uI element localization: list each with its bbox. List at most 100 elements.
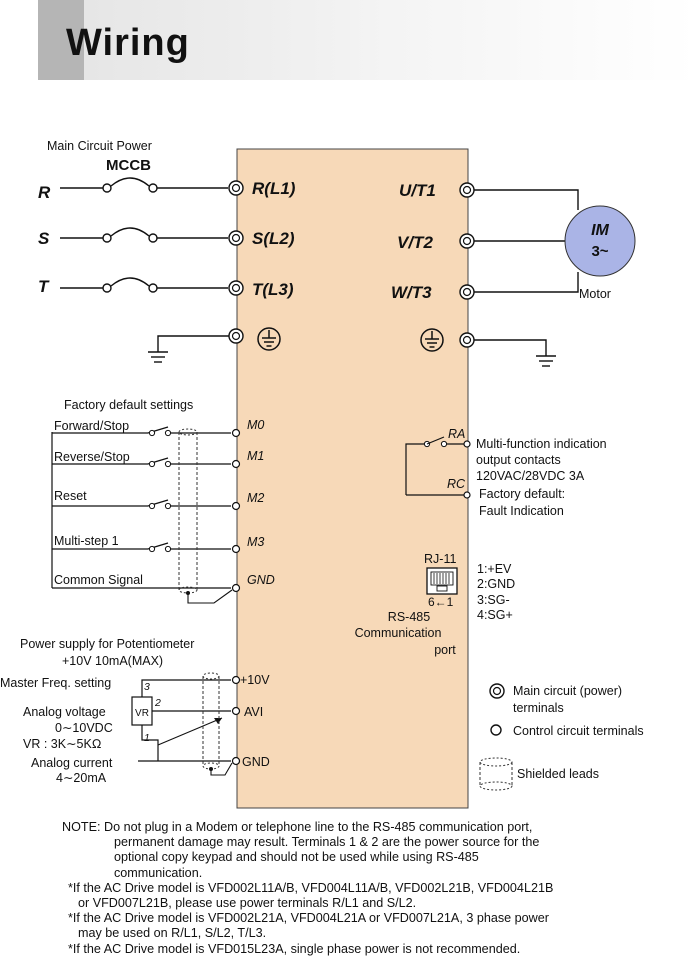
master-freq-label: Master Freq. setting <box>0 676 111 690</box>
rs485-name-3: port <box>434 643 456 657</box>
analog-current-arrow <box>157 717 223 746</box>
input-label-common: Common Signal <box>54 573 143 587</box>
analog-voltage-label: Analog voltage <box>23 705 106 719</box>
input-label-reverse: Reverse/Stop <box>54 450 130 464</box>
motor-icon: IM 3~ <box>564 205 636 277</box>
analog-current-range: 4∼20mA <box>56 771 107 785</box>
note-line: communication. <box>114 865 203 880</box>
rj11-connector-icon <box>426 567 458 595</box>
legend-main-label-1: Main circuit (power) <box>513 684 622 698</box>
vr-range-label: VR : 3K∼5KΩ <box>23 737 101 751</box>
relay-default-2: Fault Indication <box>479 504 564 518</box>
input-multi-step-1: Multi-step 1 M3 <box>52 534 264 554</box>
note-line: permanent damage may result. Terminals 1… <box>114 835 540 850</box>
potentiometer: VR 3 2 1 <box>131 679 231 761</box>
factory-default-label: Factory default settings <box>64 398 193 412</box>
terminal-t-l3: T(L3) <box>228 280 294 299</box>
phase-s-line: S <box>38 227 228 248</box>
rs485-pin-3: 3:SG- <box>477 593 510 607</box>
rs485-pin-2: 2:GND <box>477 577 515 591</box>
input-common-signal: Common Signal GND <box>52 573 275 593</box>
notes: NOTE: Do not plug in a Modem or telephon… <box>62 820 692 957</box>
rs485-name-2: Communication <box>355 626 442 640</box>
terminal-avi-label: AVI <box>244 705 263 719</box>
note-line: or VFD007L21B, please use power terminal… <box>78 896 417 911</box>
terminal-avi: AVI <box>231 705 263 719</box>
terminal-m0: M0 <box>247 418 264 432</box>
input-reset: Reset M2 <box>52 489 264 511</box>
phase-label-s: S <box>38 229 50 248</box>
terminal-gnd-analog: GND <box>231 755 270 769</box>
relay-desc-2: output contacts <box>476 453 561 467</box>
terminal-m2: M2 <box>247 491 264 505</box>
terminal-v-t2: V/T2 <box>397 233 475 252</box>
rj11-label: RJ-11 <box>424 552 456 566</box>
relay-rc-label: RC <box>447 477 466 491</box>
vr-pin-1: 1 <box>144 732 150 744</box>
terminal-m3: M3 <box>247 535 264 549</box>
vr-pin-3: 3 <box>144 681 150 693</box>
ground-icon <box>257 327 281 351</box>
analog-current-label: Analog current <box>31 756 113 770</box>
terminal-gnd-digital: GND <box>247 573 275 587</box>
terminal-label-w: W/T3 <box>391 283 432 302</box>
input-reverse-stop: Reverse/Stop M1 <box>52 449 264 469</box>
analog-shield <box>202 672 233 776</box>
phase-t-line: T <box>38 277 228 296</box>
relay-default-1: Factory default: <box>479 487 565 501</box>
vr-pin-2: 2 <box>154 697 161 709</box>
relay-desc-1: Multi-function indication <box>476 437 607 451</box>
relay-output: RA RC <box>405 427 471 499</box>
ground-right-icon <box>420 328 444 352</box>
digital-shield <box>178 428 233 604</box>
rs485-pin-4: 4:SG+ <box>477 608 513 622</box>
note-line: may be used on R/L1, S/L2, T/L3. <box>78 926 267 941</box>
input-label-multistep: Multi-step 1 <box>54 534 119 548</box>
pot-supply-label: Power supply for Potentiometer <box>20 637 194 651</box>
relay-ra-label: RA <box>448 427 465 441</box>
page-title: Wiring <box>66 22 190 64</box>
phase-label-t: T <box>38 277 50 296</box>
note-line: *If the AC Drive model is VFD002L11A/B, … <box>68 880 554 895</box>
mccb-label: MCCB <box>106 157 151 174</box>
note-line: *If the AC Drive model is VFD002L21A, VF… <box>68 911 549 926</box>
terminal-label-s: S(L2) <box>252 229 295 248</box>
terminal-r-l1: R(L1) <box>228 179 296 198</box>
terminal-label-u: U/T1 <box>399 181 436 200</box>
terminal-label-v: V/T2 <box>397 233 433 252</box>
motor-phase-label: 3~ <box>591 243 608 260</box>
rs485-pin-1: 1:+EV <box>477 562 512 576</box>
phase-r-line: R <box>38 177 228 202</box>
analog-voltage-range: 0∼10VDC <box>55 721 113 735</box>
legend-main-circuit-icon <box>489 683 505 699</box>
pot-supply-rating: +10V 10mA(MAX) <box>62 654 163 668</box>
header-block <box>38 0 84 80</box>
rj11-pin-order: 6←1 <box>428 595 454 609</box>
note-line: NOTE: Do not plug in a Modem or telephon… <box>62 820 533 834</box>
legend-shield-icon <box>479 757 513 791</box>
terminal-label-t: T(L3) <box>252 280 294 299</box>
motor-label: Motor <box>579 287 611 301</box>
note-line: optional copy keypad and should not be u… <box>114 850 479 865</box>
vr-label: VR <box>135 708 149 719</box>
note-line: *If the AC Drive model is VFD015L23A, si… <box>68 941 521 956</box>
header-band <box>84 0 697 80</box>
motor-im-label: IM <box>591 222 609 239</box>
terminal-s-l2: S(L2) <box>228 229 295 248</box>
input-label-reset: Reset <box>54 489 87 503</box>
terminal-gnd-analog-label: GND <box>242 755 270 769</box>
terminal-10v-label: +10V <box>240 673 270 687</box>
terminal-m1: M1 <box>247 449 264 463</box>
input-forward-stop: Forward/Stop M0 <box>52 418 264 438</box>
input-label-forward: Forward/Stop <box>54 419 129 433</box>
ground-left <box>148 328 244 363</box>
ground-right <box>459 332 556 367</box>
relay-desc-3: 120VAC/28VDC 3A <box>476 469 585 483</box>
legend-shield-label: Shielded leads <box>517 767 599 781</box>
phase-label-r: R <box>38 183 51 202</box>
legend-control-label: Control circuit terminals <box>513 724 644 738</box>
terminal-10v: +10V <box>231 673 270 687</box>
rs485-name-1: RS-485 <box>388 610 430 624</box>
drive-box <box>236 148 469 809</box>
